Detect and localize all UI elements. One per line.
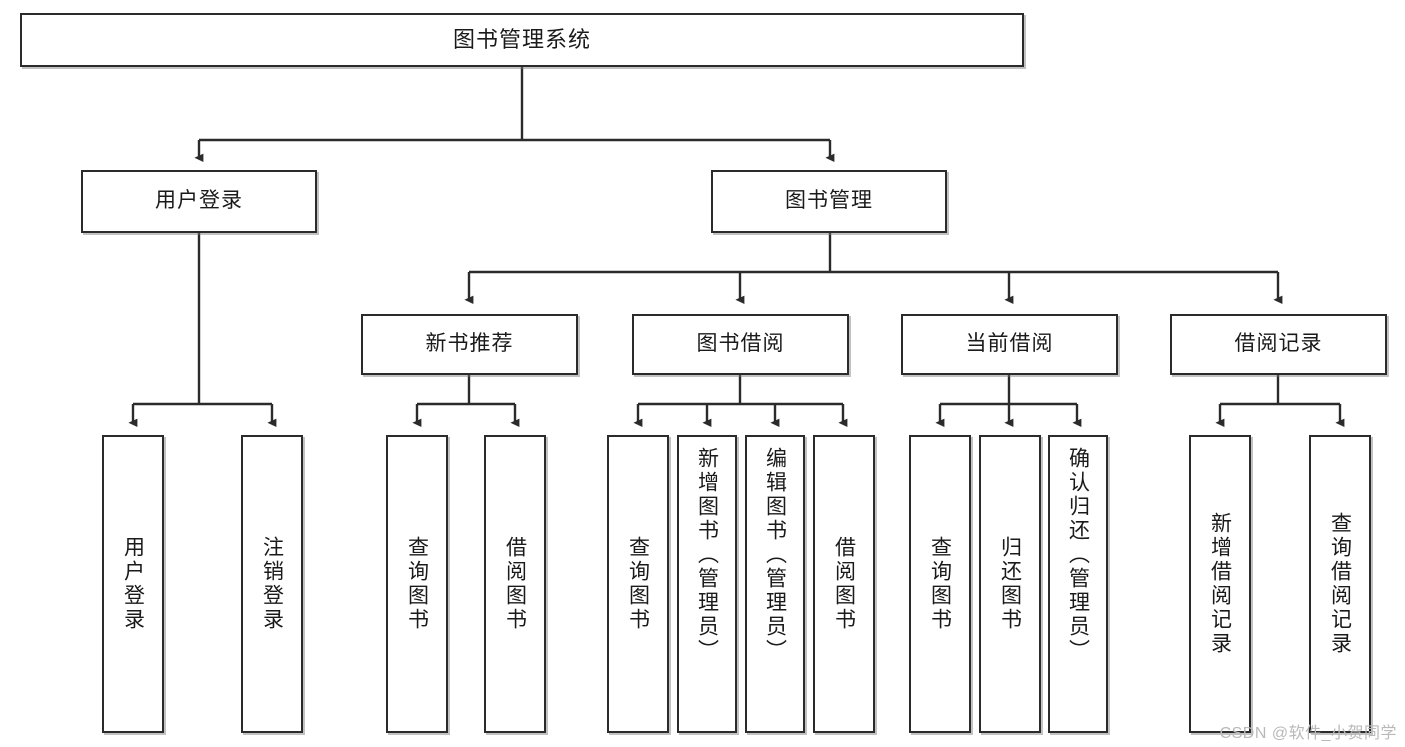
leaf-current-query-book-label: 查询图书 xyxy=(928,536,952,632)
leaf-borrow-add-book-admin-label: 新增图书（管理员） xyxy=(695,447,719,663)
leaf-borrow-add-book-admin[interactable]: 新增图书（管理员） xyxy=(677,435,737,733)
leaf-borrow-borrow-book[interactable]: 借阅图书 xyxy=(813,435,875,733)
leaf-current-query-book[interactable]: 查询图书 xyxy=(909,435,971,733)
leaf-user-logout-label: 注销登录 xyxy=(260,536,284,632)
node-root-label: 图书管理系统 xyxy=(452,27,591,53)
node-book-management[interactable]: 图书管理 xyxy=(711,170,947,233)
leaf-record-add-record-label: 新增借阅记录 xyxy=(1208,512,1232,656)
node-borrow-record-label: 借阅记录 xyxy=(1234,332,1323,356)
leaf-current-return-book-label: 归还图书 xyxy=(998,536,1022,632)
leaf-user-logout[interactable]: 注销登录 xyxy=(241,435,303,733)
node-user-login[interactable]: 用户登录 xyxy=(81,170,317,233)
leaf-user-login[interactable]: 用户登录 xyxy=(102,435,164,733)
node-book-borrow[interactable]: 图书借阅 xyxy=(632,314,849,375)
leaf-borrow-query-book[interactable]: 查询图书 xyxy=(607,435,669,733)
leaf-newbook-borrow-book-label: 借阅图书 xyxy=(503,536,527,632)
node-new-book-recommend[interactable]: 新书推荐 xyxy=(361,314,578,375)
node-new-book-recommend-label: 新书推荐 xyxy=(425,332,514,356)
watermark: CSDN @软件_小贺同学 xyxy=(1219,725,1397,742)
leaf-current-confirm-return-admin-label: 确认归还（管理员） xyxy=(1066,447,1090,663)
leaf-newbook-query-book-label: 查询图书 xyxy=(405,536,429,632)
leaf-newbook-borrow-book[interactable]: 借阅图书 xyxy=(484,435,546,733)
node-current-borrow[interactable]: 当前借阅 xyxy=(901,314,1118,375)
node-user-login-label: 用户登录 xyxy=(155,189,243,213)
leaf-user-login-label: 用户登录 xyxy=(121,536,145,632)
leaf-current-return-book[interactable]: 归还图书 xyxy=(979,435,1041,733)
leaf-borrow-query-book-label: 查询图书 xyxy=(626,536,650,632)
leaf-record-query-record[interactable]: 查询借阅记录 xyxy=(1309,435,1371,733)
leaf-newbook-query-book[interactable]: 查询图书 xyxy=(386,435,448,733)
node-book-borrow-label: 图书借阅 xyxy=(696,332,785,356)
leaf-borrow-edit-book-admin-label: 编辑图书（管理员） xyxy=(763,447,787,663)
leaf-current-confirm-return-admin[interactable]: 确认归还（管理员） xyxy=(1048,435,1108,733)
node-current-borrow-label: 当前借阅 xyxy=(965,332,1054,356)
node-root[interactable]: 图书管理系统 xyxy=(20,13,1024,67)
node-borrow-record[interactable]: 借阅记录 xyxy=(1170,314,1387,375)
leaf-record-add-record[interactable]: 新增借阅记录 xyxy=(1189,435,1251,733)
leaf-borrow-edit-book-admin[interactable]: 编辑图书（管理员） xyxy=(745,435,805,733)
leaf-record-query-record-label: 查询借阅记录 xyxy=(1328,512,1352,656)
leaf-borrow-borrow-book-label: 借阅图书 xyxy=(832,536,856,632)
node-book-management-label: 图书管理 xyxy=(785,189,873,213)
